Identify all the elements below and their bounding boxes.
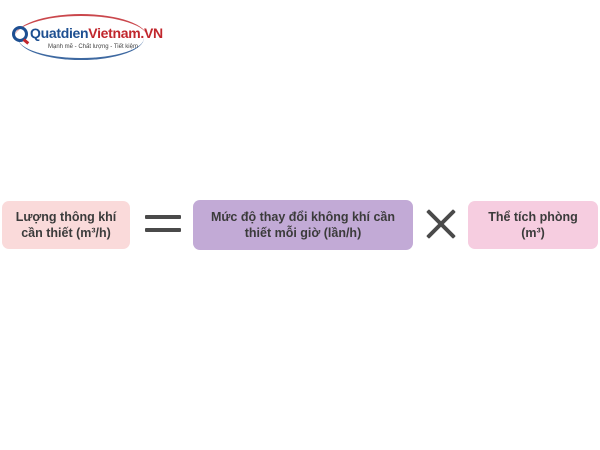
logo-tagline: Mạnh mẽ - Chất lượng - Tiết kiệm — [48, 44, 138, 50]
multiply-sign-icon — [424, 207, 458, 241]
logo-swoosh-red — [14, 14, 148, 38]
equals-sign-icon — [145, 212, 181, 236]
logo-brand-part2: Vietnam.VN — [88, 25, 163, 41]
formula-factor2-box: Thể tích phòng (m³) — [468, 201, 598, 249]
equals-bar-top — [145, 215, 181, 219]
formula-result-line2: cần thiết (m³/h) — [21, 226, 111, 240]
brand-logo[interactable]: QuatdienVietnam.VN Mạnh mẽ - Chất lượng … — [8, 12, 163, 60]
formula-factor1-line2: thiết mỗi giờ (lần/h) — [244, 226, 362, 240]
logo-brand-text: QuatdienVietnam.VN — [30, 25, 163, 41]
formula-result-line1: Lượng thông khí — [15, 210, 117, 224]
logo-q-icon — [12, 26, 28, 42]
logo-swoosh-blue — [18, 38, 144, 60]
formula-factor1-line1: Mức độ thay đổi không khí cần — [210, 210, 396, 224]
logo-brand-part1: Quatdien — [30, 25, 89, 41]
formula-factor2-line1: Thể tích phòng — [488, 210, 578, 224]
equals-bar-bottom — [145, 228, 181, 232]
formula-factor2-line2: (m³) — [521, 226, 545, 240]
formula-result-box: Lượng thông khí cần thiết (m³/h) — [2, 201, 130, 249]
formula-factor1-box: Mức độ thay đổi không khí cần thiết mỗi … — [193, 200, 413, 250]
